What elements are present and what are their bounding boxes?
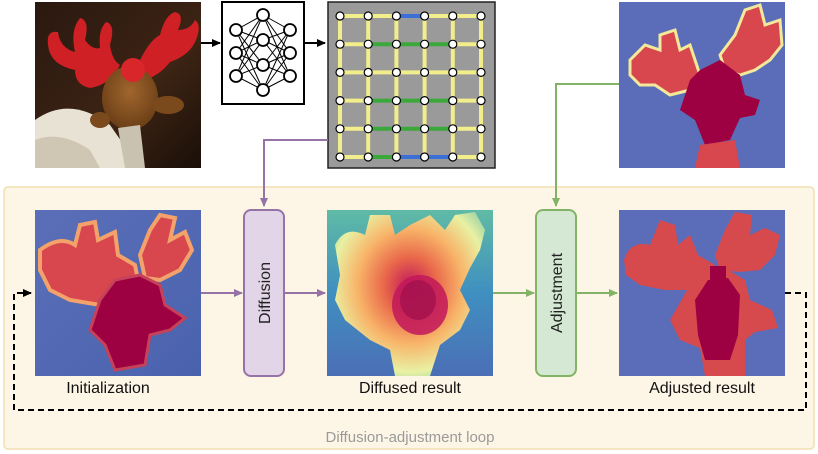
diffusion-block[interactable]: Diffusion <box>243 209 285 377</box>
grid-node <box>448 11 458 21</box>
loop-back-arrow <box>13 289 807 411</box>
grid-node <box>335 95 345 106</box>
adjustment-label: Adjustment <box>549 252 566 333</box>
input-photo <box>35 2 201 168</box>
grid-node <box>476 124 486 134</box>
grid-node <box>363 152 373 162</box>
grid-node <box>476 67 486 78</box>
grid-node <box>476 11 486 21</box>
grid-node <box>420 11 430 21</box>
grid-node <box>476 152 486 162</box>
initialization-image <box>35 210 201 376</box>
grid-node <box>448 95 458 106</box>
grid-node <box>391 152 401 162</box>
grid-node <box>363 39 373 49</box>
grid-node <box>476 39 486 49</box>
grid-node <box>448 39 458 49</box>
grid-node <box>363 67 373 78</box>
grid-node <box>335 67 345 78</box>
grid-node <box>448 152 458 162</box>
grid-node <box>391 67 401 78</box>
initialization-label: Initialization <box>66 380 150 397</box>
grid-node <box>335 124 345 134</box>
arrow-grid-to-diffusion <box>260 139 328 207</box>
depth-map-image <box>619 2 785 168</box>
grid-graph-icon <box>327 1 496 169</box>
grid-node <box>363 95 373 106</box>
grid-node <box>335 11 345 21</box>
grid-node <box>363 11 373 21</box>
diffused-result-image <box>327 210 493 376</box>
adjusted-result-image <box>619 210 785 376</box>
arrow-depth-to-adjustment <box>552 83 619 207</box>
grid-node <box>391 39 401 49</box>
grid-node <box>420 124 430 134</box>
grid-node <box>420 39 430 49</box>
grid-node <box>476 95 486 106</box>
grid-node <box>335 39 345 49</box>
neural-network-icon <box>221 1 305 105</box>
adjustment-block[interactable]: Adjustment <box>535 209 577 377</box>
grid-node <box>420 67 430 78</box>
grid-node <box>391 95 401 106</box>
grid-node <box>391 11 401 21</box>
grid-node <box>448 67 458 78</box>
loop-label: Diffusion-adjustment loop <box>326 429 495 446</box>
grid-node <box>363 124 373 134</box>
grid-node <box>420 95 430 106</box>
diffusion-label: Diffusion <box>257 262 274 324</box>
grid-node <box>335 152 345 162</box>
grid-node <box>391 124 401 134</box>
adjusted-result-label: Adjusted result <box>649 380 755 397</box>
grid-node <box>448 124 458 134</box>
grid-node <box>420 152 430 162</box>
diffused-result-label: Diffused result <box>359 380 462 397</box>
